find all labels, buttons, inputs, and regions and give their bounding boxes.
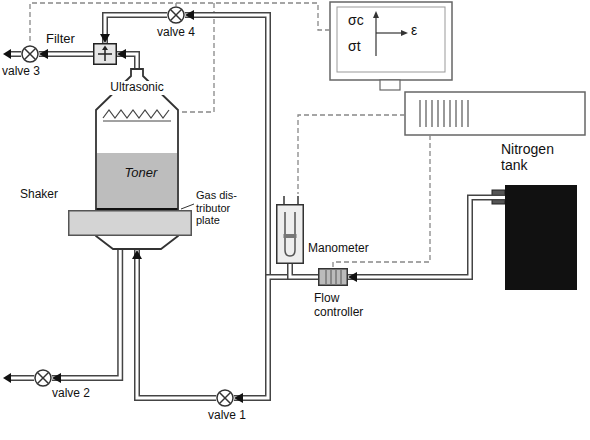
gas-pipe — [39, 49, 93, 59]
gas-pipe — [290, 264, 318, 277]
gas-pipe — [100, 15, 167, 43]
pipe-bore — [137, 250, 216, 398]
pipe-bore — [52, 250, 120, 378]
arrow-head — [52, 373, 61, 383]
part-label: valve 1 — [208, 409, 246, 423]
pipe-wall — [185, 15, 318, 277]
signal-wire — [175, 3, 176, 6]
part-label: Filter — [46, 32, 75, 47]
shaker-plate-outline — [68, 210, 192, 236]
valve-symbol-outline — [216, 389, 234, 407]
valve-symbol-outline — [21, 45, 39, 63]
computer-monitor — [330, 2, 452, 90]
part-label: Manometer — [308, 242, 369, 256]
signal-wires — [30, 3, 430, 267]
arrow-head — [348, 272, 357, 282]
part-label: Nitrogen tank — [501, 141, 573, 173]
pipe-wall — [290, 264, 318, 277]
gas-tank-outline — [505, 185, 577, 290]
computer-case — [405, 92, 585, 135]
pipe-bore — [117, 54, 137, 68]
vent-slots — [420, 100, 468, 127]
strain-axis — [376, 32, 404, 33]
gas-pipe — [117, 49, 137, 68]
gas-tank: Nitrogen tank — [505, 185, 577, 290]
filter-box: Filter — [93, 43, 117, 65]
signal-wire — [298, 115, 405, 194]
gas-pipe — [234, 277, 318, 403]
monitor-frame — [330, 2, 452, 80]
part-label: Ultrasonic — [108, 81, 165, 95]
valve-symbol-outline — [34, 369, 52, 387]
shaker-plate: Shaker — [68, 210, 192, 236]
part-label: valve 4 — [157, 26, 195, 40]
pipe-wall — [117, 54, 137, 68]
manometer-gauge-outline — [276, 204, 304, 264]
pipe-bore — [290, 264, 318, 277]
signal-wire — [180, 3, 214, 112]
gas-pipe — [348, 198, 505, 282]
pipe-wall — [137, 250, 216, 398]
annotation-label: ε — [411, 22, 417, 38]
arrow-head — [185, 10, 194, 20]
gas-pipe — [185, 10, 318, 277]
part-label: valve 2 — [52, 387, 90, 401]
manometer-gauge: Manometer — [276, 204, 304, 264]
pipe-wall — [348, 198, 505, 277]
part-label: Shaker — [20, 188, 58, 202]
arrow-head — [100, 34, 110, 43]
pipe-bore — [234, 277, 318, 398]
part-label: valve 3 — [2, 65, 40, 79]
filter-box-outline — [93, 43, 117, 65]
valve-symbol: valve 4 — [167, 6, 185, 24]
axis-arrow — [401, 30, 408, 36]
stress-axis — [375, 16, 376, 56]
valve-symbol: valve 1 — [216, 389, 234, 407]
arrow-head — [39, 49, 48, 59]
flow-controller-outline — [318, 268, 348, 286]
monitor-screen — [337, 7, 445, 72]
arrow-head — [234, 393, 243, 403]
content-label: Toner — [125, 166, 158, 181]
valve-symbol-outline — [167, 6, 185, 24]
part-label: Flow controller — [314, 292, 380, 320]
leader-line — [181, 204, 194, 209]
annotation-label: σc — [348, 12, 364, 28]
signal-wire — [30, 3, 330, 44]
arrow-head — [132, 250, 142, 259]
arrow-head — [117, 49, 126, 59]
pipe-wall — [234, 277, 318, 398]
annotation-label: σt — [348, 38, 361, 54]
gas-pipe — [132, 250, 216, 398]
pipe-bore — [348, 198, 505, 277]
annotation-label: Gas dis- tributor plate — [196, 189, 248, 227]
pipe-wall — [52, 250, 120, 378]
exhaust-pipes — [3, 49, 35, 383]
valve-symbol: valve 2 — [34, 369, 52, 387]
computer-body — [405, 92, 585, 135]
valve-symbol: valve 3 — [21, 45, 39, 63]
pipe-bore — [185, 15, 318, 277]
monitor-stand — [380, 80, 400, 90]
gas-pipe — [52, 250, 120, 383]
axis-arrow — [373, 11, 379, 18]
flow-controller: Flow controller — [318, 268, 348, 286]
